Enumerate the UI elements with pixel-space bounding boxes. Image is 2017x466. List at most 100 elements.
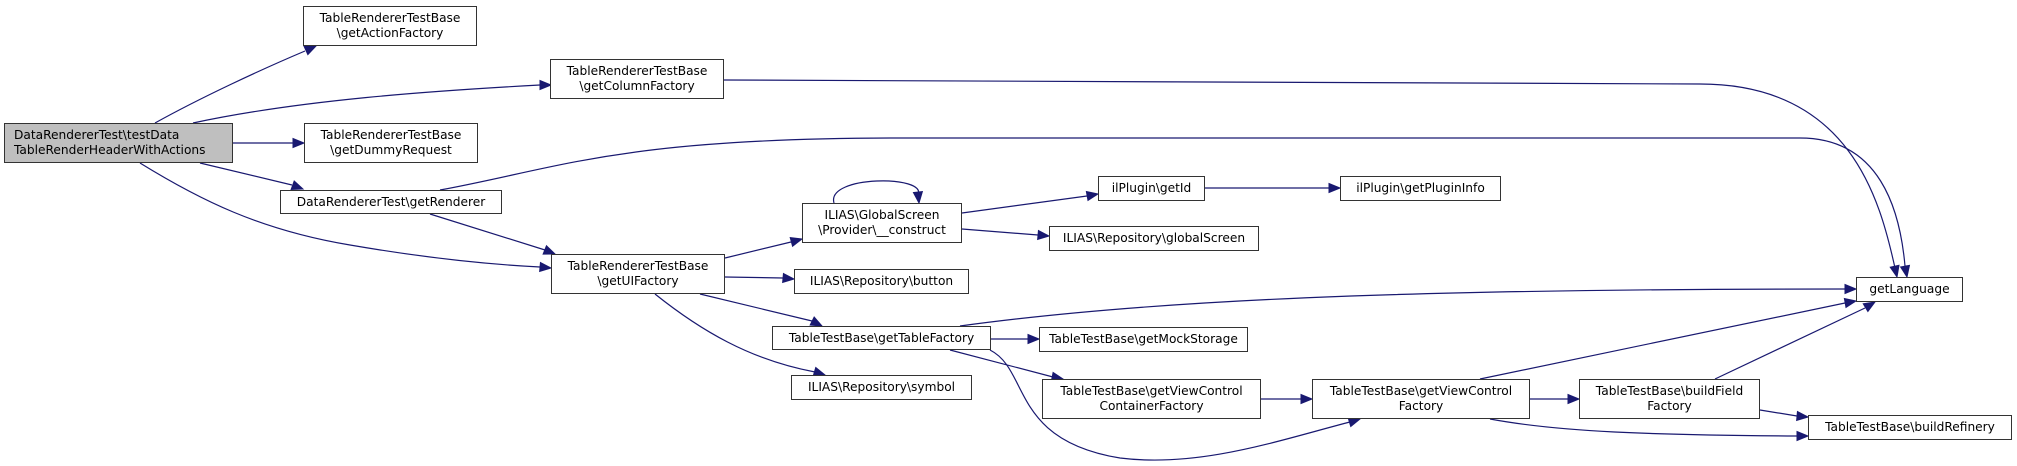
edge-line (833, 180, 920, 204)
node-global-screen[interactable]: ILIAS\Repository\globalScreen (1049, 226, 1259, 251)
edge-getId-to-getPluginInfo (1205, 182, 1342, 194)
edge-line (961, 228, 1039, 236)
edge-getColumnFactory-to-getLanguage (723, 79, 1900, 279)
edge-buildFieldFactory-to-buildRefinery (1759, 409, 1810, 422)
node-label-line: \Provider\__construct (818, 223, 946, 237)
node-symbol[interactable]: ILIAS\Repository\symbol (791, 375, 972, 400)
node-label-line: ilPlugin\getId (1111, 181, 1192, 195)
edge-getViewControlFactory-to-buildFieldFactory (1530, 393, 1581, 405)
arrowhead-icon (1796, 410, 1810, 422)
node-get-action-factory[interactable]: TableRendererTestBase\getActionFactory (303, 6, 477, 46)
node-label-line: \getUIFactory (597, 274, 679, 288)
edge-line (1759, 409, 1798, 417)
node-get-dummy-request[interactable]: TableRendererTestBase\getDummyRequest (304, 123, 478, 163)
arrowhead-icon (1843, 297, 1858, 309)
edge-line (154, 50, 306, 124)
arrowhead-icon (1300, 393, 1314, 405)
node-build-refinery[interactable]: TableTestBase\buildRefinery (1808, 415, 2012, 440)
node-get-plugin-info[interactable]: ilPlugin\getPluginInfo (1340, 176, 1501, 201)
node-get-column-factory[interactable]: TableRendererTestBase\getColumnFactory (550, 59, 724, 99)
edge-line (989, 349, 1351, 461)
edge-getViewControlContainerFactory-to-getViewControlFactory (1261, 393, 1314, 405)
arrowhead-icon (1027, 333, 1041, 345)
node-label-line: TableTestBase\getViewControl (1329, 384, 1513, 398)
arrowhead-icon (539, 79, 553, 91)
edge-getUIFactory-to-construct (724, 236, 804, 259)
node-label-line: \getActionFactory (336, 26, 444, 40)
edge-construct-to-globalScreen (961, 228, 1051, 241)
arrowhead-icon (303, 45, 318, 56)
arrowhead-icon (1328, 182, 1342, 194)
edge-line (724, 241, 792, 259)
edge-line (199, 162, 293, 186)
edge-getViewControlFactory-to-buildRefinery (1489, 418, 1810, 442)
node-label-line: ContainerFactory (1099, 399, 1204, 413)
edge-getTableFactory-to-getLanguage (959, 283, 1858, 327)
node-label-line: ILIAS\Repository\globalScreen (1062, 231, 1246, 245)
edge-line (724, 276, 784, 279)
arrowhead-icon (1899, 264, 1911, 279)
node-label-line: TableRendererTestBase (567, 259, 709, 273)
edge-construct-to-construct (833, 180, 924, 205)
node-label-line: TableRendererTestBase (566, 64, 708, 78)
arrowhead-icon (1085, 190, 1100, 202)
node-label-line: TableTestBase\getTableFactory (788, 330, 975, 345)
arrowhead-icon (1796, 430, 1810, 442)
node-get-mock-storage[interactable]: TableTestBase\getMockStorage (1039, 327, 1248, 352)
arrowhead-icon (1037, 229, 1051, 241)
edge-getTableFactory-to-getMockStorage (991, 333, 1041, 345)
arrowhead-icon (539, 261, 553, 273)
node-label-line: \getDummyRequest (330, 143, 452, 157)
node-label-line: DataRendererTest\getRenderer (296, 194, 486, 209)
edge-line (1714, 307, 1866, 380)
node-label-line: TableRendererTestBase (320, 128, 462, 142)
arrowhead-icon (789, 236, 804, 248)
node-button[interactable]: ILIAS\Repository\button (794, 269, 969, 294)
node-label-line: getLanguage (1869, 282, 1950, 296)
arrowhead-icon (542, 244, 557, 255)
edge-getUIFactory-to-button (724, 272, 796, 284)
edge-line (1489, 418, 1798, 437)
edge-line (429, 213, 546, 251)
edge-getRenderer-to-getLanguage (439, 137, 1911, 279)
edge-line (439, 137, 1906, 267)
node-get-renderer[interactable]: DataRendererTest\getRenderer (280, 190, 502, 214)
node-label-line: Factory (1647, 399, 1692, 413)
node-label-line: TableTestBase\buildField (1595, 384, 1744, 398)
arrowhead-icon (912, 191, 924, 205)
node-label-line: DataRendererTest\testData (14, 128, 180, 142)
arrowhead-icon (809, 316, 824, 327)
edge-construct-to-getId (961, 190, 1100, 214)
edge-buildFieldFactory-to-getLanguage (1714, 301, 1877, 380)
arrowhead-icon (1862, 301, 1877, 313)
edge-line (654, 293, 816, 373)
node-get-table-factory[interactable]: TableTestBase\getTableFactory (772, 326, 991, 350)
node-label-line: TableRenderHeaderWithActions (14, 143, 206, 157)
edge-line (139, 162, 541, 268)
node-label-line: ilPlugin\getPluginInfo (1356, 181, 1485, 195)
node-label-line: TableRendererTestBase (319, 11, 461, 25)
node-label-line: TableTestBase\getViewControl (1060, 384, 1243, 398)
edge-line (699, 293, 813, 322)
node-get-language[interactable]: getLanguage (1856, 277, 1963, 302)
edge-getRenderer-to-getUIFactory (429, 213, 557, 255)
node-construct[interactable]: ILIAS\GlobalScreen\Provider\__construct (802, 203, 962, 243)
arrowhead-icon (292, 137, 306, 149)
node-get-id[interactable]: ilPlugin\getId (1098, 176, 1205, 201)
arrowhead-icon (1844, 283, 1858, 295)
edge-root-to-getActionFactory (154, 45, 318, 124)
node-label-line: TableTestBase\buildRefinery (1825, 420, 1995, 434)
edge-line (192, 84, 541, 124)
arrowhead-icon (1889, 264, 1900, 279)
node-get-uifactory[interactable]: TableRendererTestBase\getUIFactory (551, 254, 725, 294)
edge-line (1479, 302, 1846, 380)
arrowhead-icon (1567, 393, 1581, 405)
edge-line (961, 195, 1088, 214)
node-label-line: Factory (1398, 399, 1444, 413)
